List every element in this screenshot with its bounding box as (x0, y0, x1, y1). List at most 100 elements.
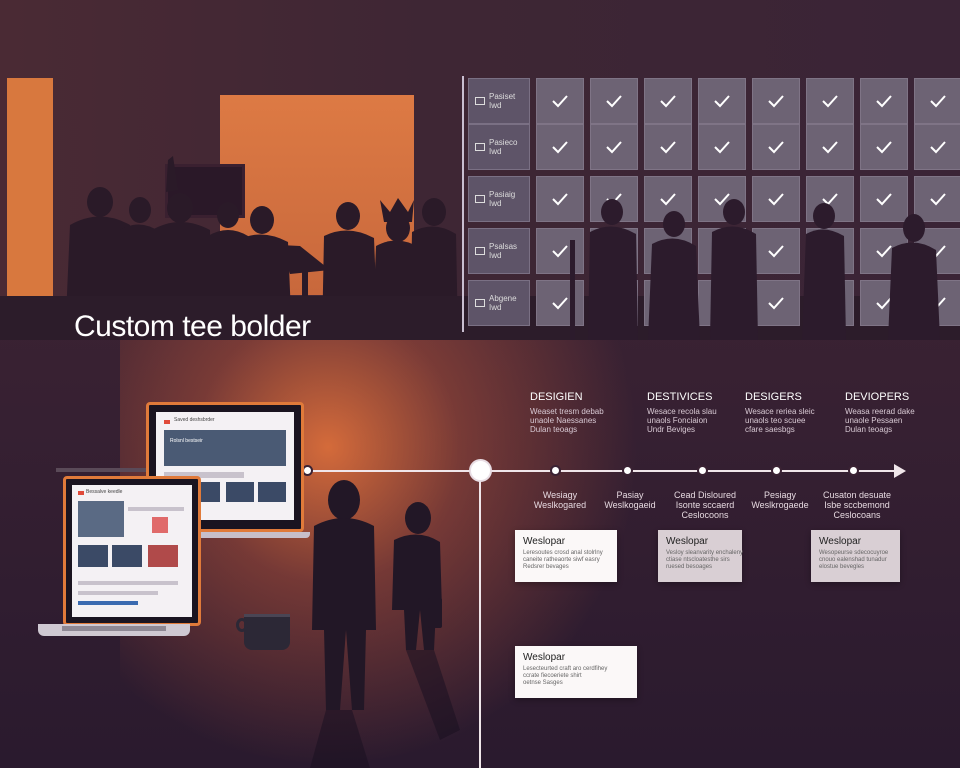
laptop-keys (62, 626, 166, 631)
grid-row-label: Psalsas Iwd (468, 228, 530, 274)
content-bar (78, 591, 158, 595)
milestone-label: Pesiagy Weslkrogaede (751, 490, 809, 510)
laptop: Bessalve keedle (63, 476, 201, 626)
check-icon (552, 141, 568, 154)
grid-cell[interactable] (914, 78, 960, 124)
thumbnail[interactable] (112, 545, 142, 567)
content-bar (78, 601, 138, 605)
row-label-text: Abgene Iwd (489, 294, 517, 312)
timeline-node[interactable] (771, 465, 782, 476)
card-title: Weslopar (819, 536, 862, 547)
card-body: Wesopeurse sdecocuyroe cnouo ealenshad t… (819, 550, 889, 570)
grid-cell[interactable] (536, 124, 584, 170)
crowd-silhouette-right (570, 199, 940, 340)
thumbnail[interactable] (148, 545, 178, 567)
milestone-label: Wesiagy Weslkogared (533, 490, 587, 510)
phase-title: DESIGERS (745, 391, 802, 403)
check-icon (876, 193, 892, 206)
grid-cell[interactable] (536, 228, 584, 274)
check-icon (930, 141, 946, 154)
check-icon (714, 141, 730, 154)
info-card[interactable]: Weslopar Leresoutes crosd anal stolrlny … (515, 530, 617, 582)
grid-cell[interactable] (536, 280, 584, 326)
info-card[interactable]: Weslopar Vesloy sleanvarity enchaleny ct… (658, 530, 743, 582)
hero-image (78, 501, 124, 537)
laptop-screen: Bessalve keedle (72, 485, 192, 617)
phase-description: Weasa reerad dake unaole Pessaen Dulan t… (845, 407, 915, 434)
timeline-node[interactable] (622, 465, 633, 476)
check-icon (552, 297, 568, 310)
grid-cell[interactable] (914, 176, 960, 222)
check-icon (768, 95, 784, 108)
milestone-label: Cusaton desuate Isbe sccbemond Ceslocoan… (822, 490, 892, 520)
info-card[interactable]: Weslopar Lesecteurted craft aro cerdfihe… (515, 646, 637, 698)
row-icon (475, 97, 485, 105)
grid-bracket (462, 76, 472, 332)
grid-cell[interactable] (644, 124, 692, 170)
check-icon (930, 193, 946, 206)
milestone-label: Pasiay Weslkogaeid (604, 490, 656, 510)
thumbnail[interactable] (152, 517, 168, 533)
thumbnail[interactable] (258, 482, 286, 502)
grid-cell[interactable] (860, 124, 908, 170)
check-icon (768, 141, 784, 154)
check-icon (660, 193, 676, 206)
grid-cell[interactable] (860, 176, 908, 222)
milestone-label: Cead Disloured Isonte sccaerd Ceslocoons (673, 490, 737, 520)
grid-cell[interactable] (752, 78, 800, 124)
back-tablet-screen: Saved deshsbrder Rolsnl bestseir (156, 412, 294, 520)
grid-cell[interactable] (752, 124, 800, 170)
site-header: Saved deshsbrder (174, 417, 215, 423)
check-icon (768, 297, 784, 310)
timeline-start-node[interactable] (469, 459, 492, 482)
timeline-node[interactable] (848, 465, 859, 476)
row-icon (475, 195, 485, 203)
check-icon (552, 245, 568, 258)
grid-cell[interactable] (860, 78, 908, 124)
content-bar (128, 507, 184, 511)
row-icon (475, 247, 485, 255)
card-body: Leresoutes crosd anal stolrlny caneite r… (523, 550, 603, 570)
grid-row-label: Pasieco Iwd (468, 124, 530, 170)
hero-banner: Rolsnl bestseir (164, 430, 286, 466)
grid-cell[interactable] (590, 124, 638, 170)
grid-cell[interactable] (914, 124, 960, 170)
card-title: Weslopar (666, 536, 709, 547)
back-tablet-base (140, 532, 310, 538)
grid-cell[interactable] (536, 176, 584, 222)
grid-cell[interactable] (752, 228, 800, 274)
grid-cell[interactable] (590, 78, 638, 124)
timeline-node[interactable] (697, 465, 708, 476)
row-icon (475, 299, 485, 307)
card-body: Lesecteurted craft aro cerdfihey ccrate … (523, 666, 608, 686)
phase-title: DEVIOPERS (845, 391, 910, 403)
thumbnail[interactable] (226, 482, 254, 502)
timeline-arrow-icon (894, 464, 906, 478)
grid-cell[interactable] (536, 78, 584, 124)
check-icon (876, 141, 892, 154)
grid-cell[interactable] (698, 124, 746, 170)
card-title: Weslopar (523, 536, 566, 547)
cup-icon (244, 614, 290, 650)
phase-title: DESIGIEN (530, 391, 583, 403)
timeline-node[interactable] (550, 465, 561, 476)
grid-cell[interactable] (806, 124, 854, 170)
check-icon (822, 141, 838, 154)
grid-cell[interactable] (752, 176, 800, 222)
hero-banner-text: Rolsnl bestseir (170, 438, 203, 444)
cup-handle (236, 618, 248, 632)
card-title: Weslopar (523, 652, 566, 663)
info-card[interactable]: Weslopar Wesopeurse sdecocuyroe cnouo ea… (811, 530, 900, 582)
grid-cell[interactable] (644, 78, 692, 124)
check-icon (606, 141, 622, 154)
grid-cell[interactable] (752, 280, 800, 326)
check-icon (660, 141, 676, 154)
thumbnail[interactable] (78, 545, 108, 567)
row-icon (475, 143, 485, 151)
row-label-text: Pasiset Iwd (489, 92, 516, 110)
grid-cell[interactable] (698, 78, 746, 124)
content-bar (78, 581, 178, 585)
grid-cell[interactable] (806, 78, 854, 124)
grid-row-label: Abgene Iwd (468, 280, 530, 326)
